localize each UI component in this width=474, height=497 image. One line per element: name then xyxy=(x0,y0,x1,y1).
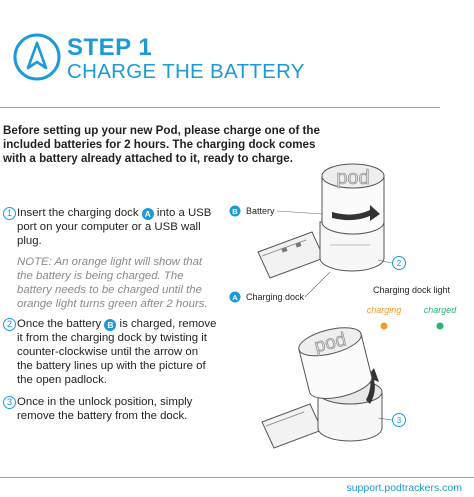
figure-3-number: 3 xyxy=(397,416,402,425)
step-1-badge: A xyxy=(141,208,154,220)
instruction-steps: 1 Insert the charging dock A into a USB … xyxy=(3,206,217,423)
orange-light-indicator xyxy=(380,322,388,330)
charging-illustration: pod B Battery A Charging dock 2 Charging… xyxy=(229,163,458,449)
step-3-text: Once in the unlock position, simply remo… xyxy=(17,396,193,422)
step-1-number: 1 xyxy=(3,207,16,220)
step-2-text-before: Once the battery xyxy=(17,318,105,330)
step-1-text-after: into a USB port on your computer or a US… xyxy=(17,207,212,247)
note-text: NOTE: An orange light will show that the… xyxy=(17,256,208,310)
step-2-text-after: is charged, remove it from the charging … xyxy=(17,318,217,386)
battery-label: Battery xyxy=(246,206,275,216)
battery-brand-logo: pod xyxy=(336,167,369,189)
intro-paragraph: Before setting up your new Pod, please c… xyxy=(3,124,320,165)
header-divider xyxy=(0,107,440,108)
step-2-badge: B xyxy=(104,319,117,331)
step-title: STEP 1 xyxy=(67,34,153,61)
dock-badge: A xyxy=(232,293,238,302)
step-3: 3 Once in the unlock position, simply re… xyxy=(3,395,217,423)
figure-battery-removed: pod 3 xyxy=(261,327,406,449)
support-link[interactable]: support.podtrackers.com xyxy=(346,482,462,494)
step-2-number: 2 xyxy=(3,318,16,331)
step-1-text-before: Insert the charging dock xyxy=(17,207,142,219)
figure-2-number: 2 xyxy=(397,259,402,268)
battery-badge: B xyxy=(232,207,238,216)
light-charging-label: charging xyxy=(367,305,402,315)
step-subtitle: CHARGE THE BATTERY xyxy=(67,60,305,83)
light-charged-label: charged xyxy=(424,305,458,315)
figure-battery-on-dock: pod B Battery A Charging dock 2 xyxy=(229,163,406,303)
charging-light-legend: Charging dock light charging charged xyxy=(367,285,458,330)
footer-divider xyxy=(0,477,474,478)
dock-label: Charging dock xyxy=(246,292,305,302)
compass-arrow-icon xyxy=(13,33,61,81)
step-2: 2 Once the battery B is charged, remove … xyxy=(3,317,217,387)
green-light-indicator xyxy=(436,322,444,330)
step-1: 1 Insert the charging dock A into a USB … xyxy=(3,206,217,248)
light-title: Charging dock light xyxy=(373,285,451,295)
step-3-number: 3 xyxy=(3,396,16,409)
